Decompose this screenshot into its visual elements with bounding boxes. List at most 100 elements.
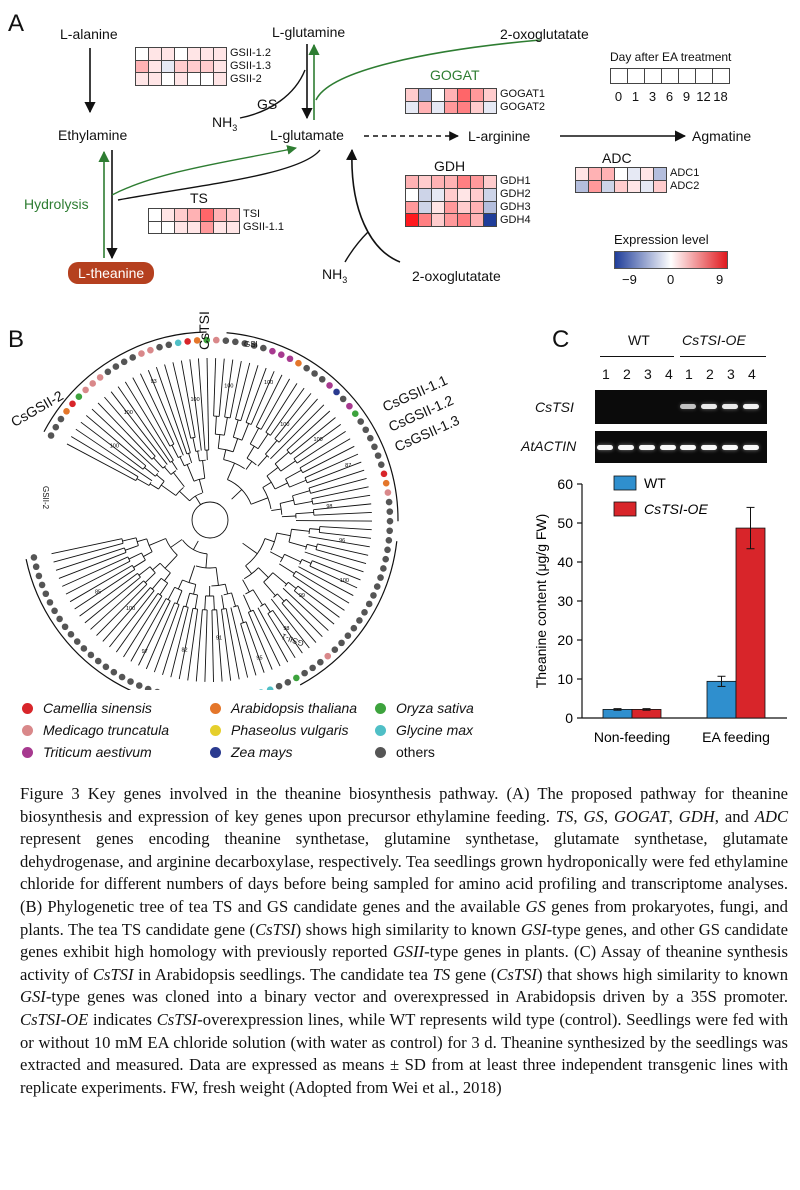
- tree-branch: [185, 593, 191, 607]
- tree-leaf-dot: [38, 581, 46, 589]
- tree-branch: [213, 595, 215, 610]
- tree-leaf-dot: [380, 470, 388, 478]
- tree-branch: [279, 499, 294, 504]
- tree-leaf-dot: [317, 658, 324, 666]
- heatmap-cell: [601, 179, 615, 193]
- gel-image-actin: [595, 431, 767, 463]
- heatmap-cell: [470, 100, 484, 114]
- heatmap-cell: [653, 167, 667, 181]
- day-legend-cell: [712, 68, 730, 84]
- tree-branch: [265, 440, 278, 455]
- tree-branch: [75, 428, 153, 482]
- tree-leaf-dot: [361, 609, 368, 616]
- heatmap-cell: [653, 179, 667, 193]
- heatmap-cell: [470, 200, 484, 215]
- tree-branch: [235, 362, 251, 420]
- tree-leaf-dot: [110, 668, 118, 676]
- tree-branch: [310, 478, 367, 494]
- tree-branch: [159, 582, 169, 596]
- tree-branch: [147, 370, 184, 456]
- tree-branch: [286, 410, 331, 451]
- day-legend-label: 0: [614, 89, 623, 104]
- species-legend-item: Glycine max: [375, 722, 502, 738]
- tree-branch: [231, 489, 243, 500]
- bootstrap-value: 100: [264, 380, 273, 386]
- tree-branch: [315, 549, 367, 565]
- heatmap-cell: [601, 167, 615, 181]
- gel-lane-number: 4: [748, 366, 756, 382]
- tree-branch: [312, 494, 371, 505]
- tree-leaf-dot: [89, 380, 97, 387]
- tree-leaf-dot: [82, 386, 89, 394]
- caption-italic-run: CsTSI: [92, 964, 134, 984]
- species-legend-item: Medicago truncatula: [22, 722, 210, 738]
- tree-branch: [189, 492, 203, 502]
- tree-leaf-dot: [350, 624, 358, 632]
- tree-leaf-dot: [266, 686, 274, 690]
- tree-leaf-dot: [52, 423, 60, 431]
- caption-italic-run: CsTSI-OE: [20, 1009, 89, 1029]
- heatmap-cell: [457, 175, 471, 189]
- heatmap-cell: [588, 167, 602, 181]
- tree-branch: [264, 538, 275, 543]
- gel-row-label-cstsi: CsTSI: [535, 399, 574, 415]
- heatmap-cell: [627, 167, 641, 181]
- tree-branch: [143, 551, 153, 557]
- tree-branch: [230, 607, 249, 678]
- tree-leaf-dot: [318, 375, 326, 383]
- tree-leaf-dot: [47, 432, 55, 439]
- tree-branch: [216, 609, 223, 682]
- gel-band: [743, 404, 759, 409]
- tree-branch: [237, 605, 244, 623]
- enzyme-gdh: GDH: [434, 158, 466, 174]
- heatmap-cell: [187, 72, 201, 86]
- tree-branch: [195, 609, 203, 682]
- tree-branch: [144, 467, 156, 477]
- y-tick-label: 20: [557, 632, 573, 648]
- tree-branch: [270, 387, 305, 436]
- heatmap-cell: [470, 88, 484, 102]
- tree-branch: [221, 595, 225, 609]
- gel-group-oe: CsTSI-OE: [682, 332, 746, 348]
- day-legend-cell: [695, 68, 713, 84]
- heatmap-cell: [187, 47, 201, 61]
- day-legend-label: 18: [713, 89, 728, 104]
- gel-lane-number: 1: [685, 366, 693, 382]
- tree-branch: [274, 482, 288, 490]
- heatmap-grid: [575, 167, 667, 193]
- y-axis-label: Theanine content (μg/g FW): [533, 514, 549, 689]
- tree-branch: [194, 594, 198, 609]
- heatmap-cell: [161, 47, 175, 61]
- heatmap-cell: [418, 175, 432, 189]
- metabolite-nh3-left: NH3: [212, 114, 238, 133]
- tree-branch: [298, 566, 354, 596]
- tree-branch: [156, 474, 165, 482]
- bootstrap-value: 100: [280, 422, 289, 428]
- tree-leaf-dot: [120, 358, 128, 366]
- tree-branch: [172, 362, 192, 439]
- tree-branch: [319, 526, 372, 531]
- heatmap-gene-label: ADC1: [670, 167, 700, 179]
- heatmap-cell: [457, 88, 471, 102]
- tree-branch: [221, 609, 232, 681]
- tree-branch: [243, 594, 252, 612]
- panel-b-letter: B: [8, 326, 25, 353]
- heatmap-cell: [444, 100, 458, 114]
- heatmap-cell: [457, 213, 471, 227]
- bootstrap-value: 97: [142, 649, 148, 655]
- tree-branch: [295, 520, 372, 522]
- heatmap-cell: [405, 88, 419, 102]
- tree-branch: [293, 423, 342, 459]
- tree-branch: [241, 423, 250, 441]
- tree-branch: [292, 490, 310, 497]
- tree-branch: [194, 495, 201, 505]
- heatmap-gene-label: GDH3: [500, 201, 531, 213]
- heatmap-cell: [200, 59, 214, 74]
- tree-leaf-dot: [259, 689, 264, 690]
- tree-branch: [223, 449, 227, 460]
- tree-branch: [188, 565, 196, 583]
- tree-branch: [90, 580, 144, 630]
- tree-leaf-dot: [384, 546, 391, 554]
- caption-run: ,: [603, 806, 614, 826]
